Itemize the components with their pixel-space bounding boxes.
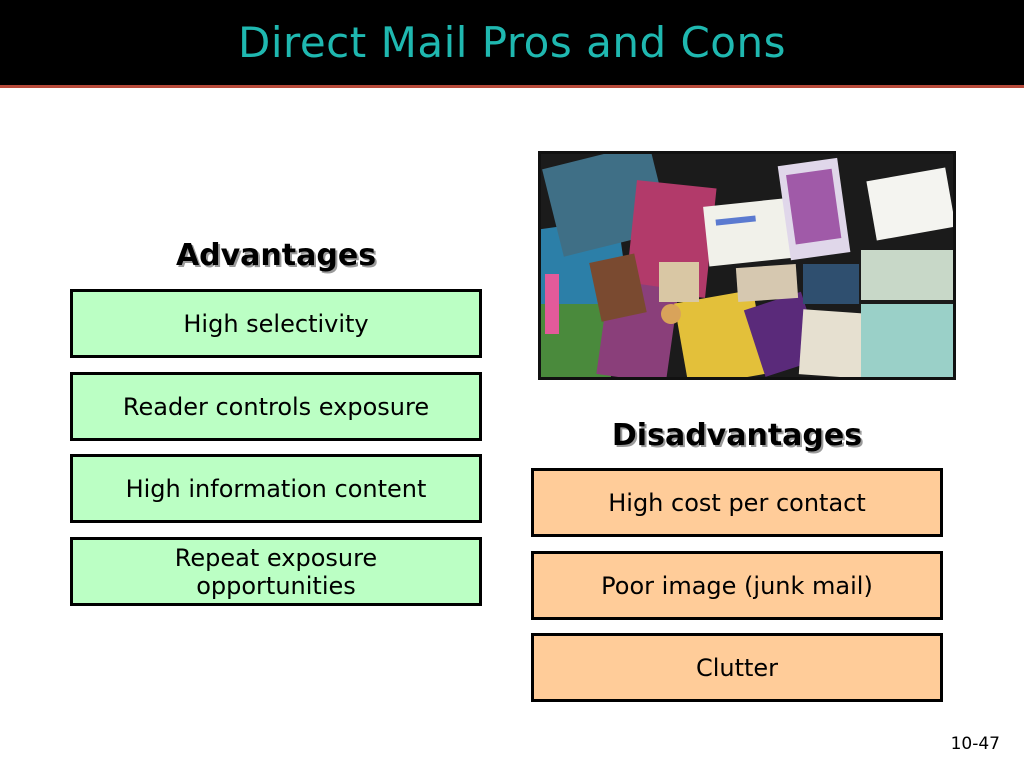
title-bar: Direct Mail Pros and Cons (0, 0, 1024, 88)
advantage-item: High selectivity (70, 289, 482, 358)
direct-mail-collage-photo (538, 151, 956, 380)
slide-title: Direct Mail Pros and Cons (237, 18, 787, 67)
disadvantages-heading: Disadvantages (611, 418, 863, 453)
disadvantage-item: High cost per contact (531, 468, 943, 537)
disadvantage-item: Poor image (junk mail) (531, 551, 943, 620)
advantage-item: High information content (70, 454, 482, 523)
advantage-item: Reader controls exposure (70, 372, 482, 441)
advantages-heading: Advantages (175, 238, 377, 273)
slide-number: 10-47 (950, 734, 1000, 754)
advantage-item: Repeat exposure opportunities (70, 537, 482, 606)
disadvantage-item: Clutter (531, 633, 943, 702)
